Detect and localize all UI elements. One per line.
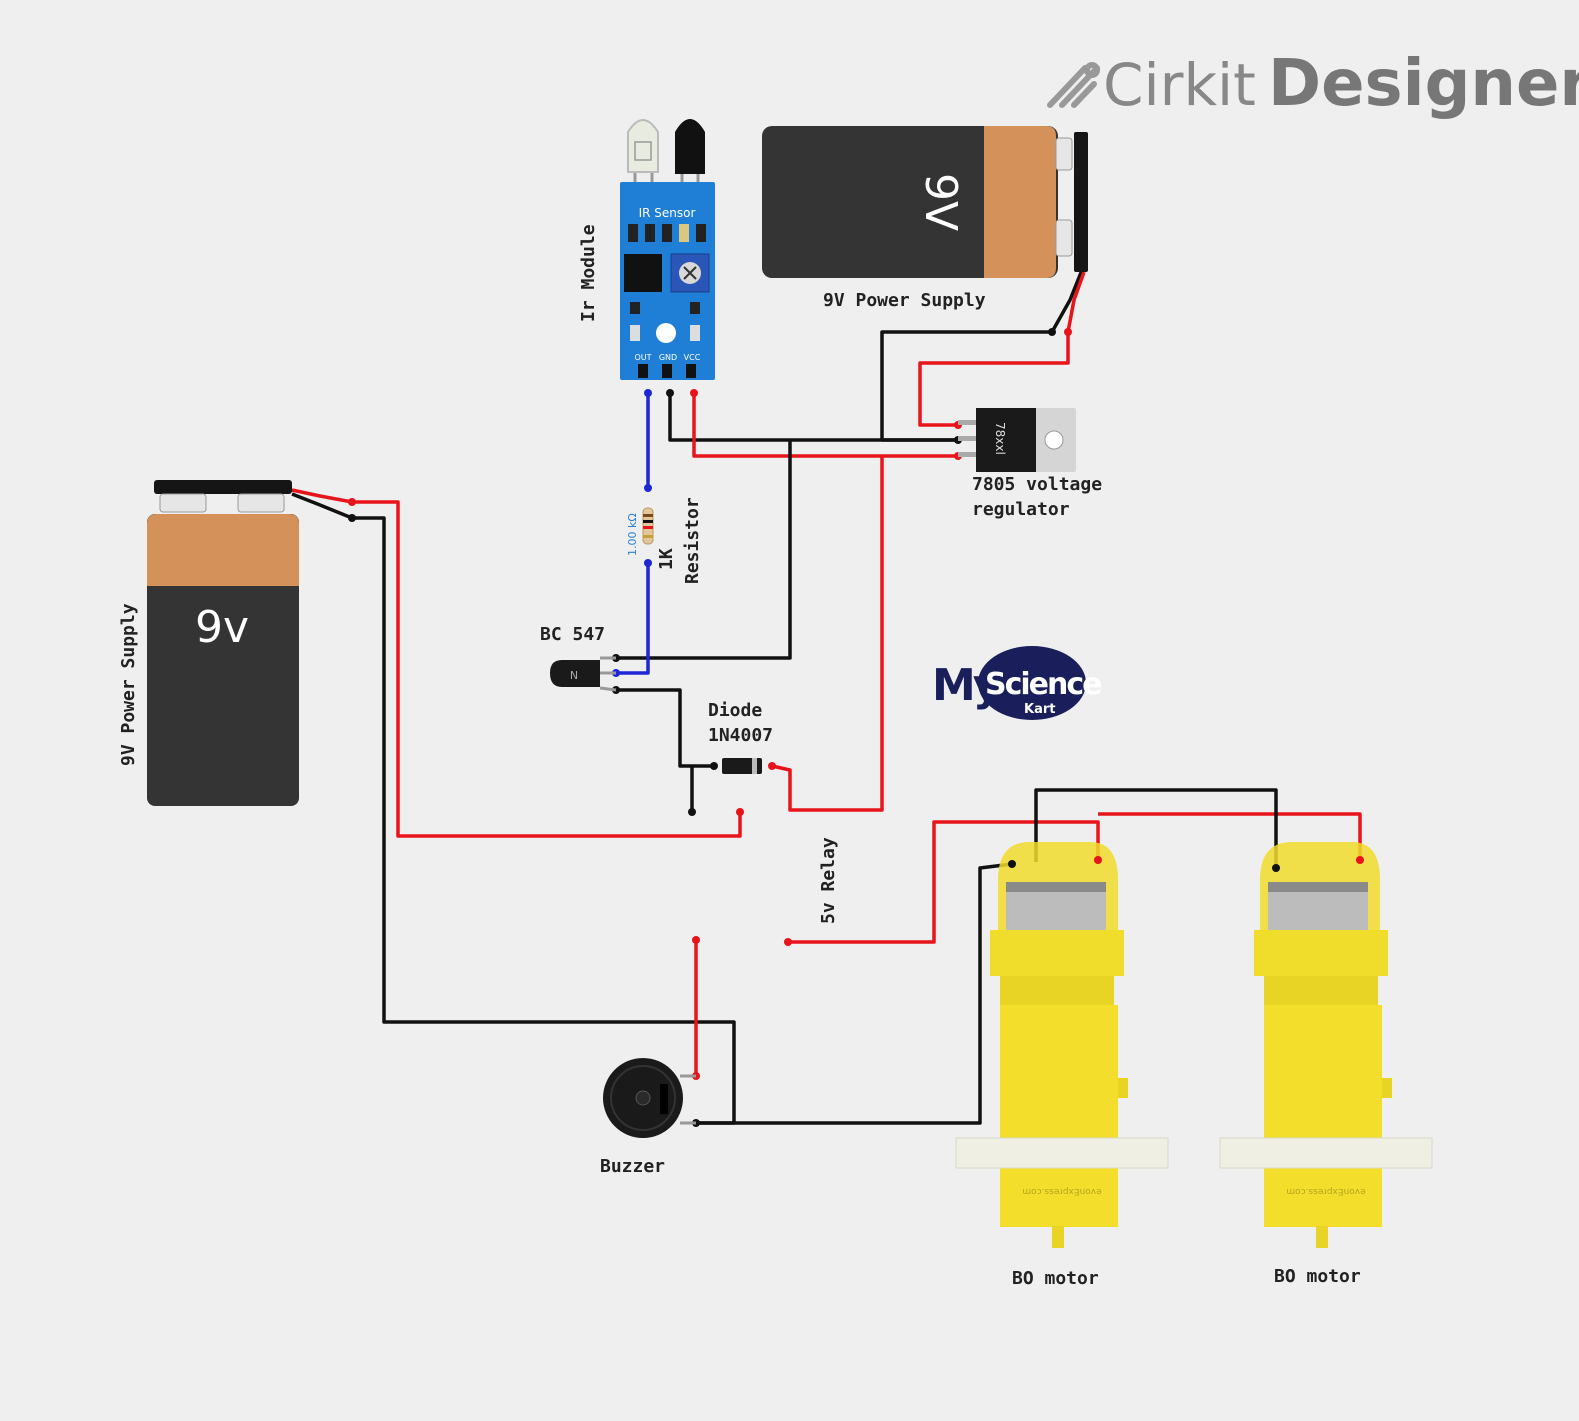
wire-red-topbat-in [918,271,1086,427]
battery-top-face: 9V [915,173,966,231]
resistor-label-1: 1K [656,548,677,570]
cirkit-designer-logo: Cirkit Designer [1047,47,1579,121]
regulator-label-2: regulator [972,499,1070,520]
regulator-body-text: 78xxl [993,422,1007,455]
wire-black-motor-link [1034,788,1278,868]
wire-red-ir-vcc [692,393,958,458]
logo-science: Science [985,667,1101,702]
motor-right-label: BO motor [1274,1266,1361,1287]
ir-indicator-led [656,323,676,343]
ir-module[interactable]: IR Sensor OUT GND VCC [620,119,715,380]
motor-terminals [1008,856,1364,872]
relay-label: 5v Relay [818,837,839,924]
logo-my: My [932,660,1001,711]
diode[interactable] [722,758,762,774]
resistor-value: 1.00 kΩ [626,513,639,556]
motor-left-label: BO motor [1012,1268,1099,1289]
brand-designer: Designer [1268,47,1579,121]
ir-led-dark-icon [675,119,705,190]
diode-label-2: 1N4007 [708,725,773,746]
motor-right-embossed: evonExpress.com [1286,1186,1365,1196]
wire-joints [348,328,1364,1127]
battery-left[interactable]: 9v [147,480,299,806]
wire-black-collector [616,688,714,768]
wire-black-buzzer-motor [696,862,1013,1125]
motor-right[interactable]: evonExpress.com [1219,842,1433,1248]
motor-left-embossed: evonExpress.com [1022,1186,1101,1196]
wire-blue-res-base [616,563,650,675]
wire-black-ir-gnd [668,393,958,442]
logo-kart: Kart [1024,702,1055,717]
battery-top-label: 9V Power Supply [823,290,986,311]
resistor[interactable] [642,507,654,545]
wire-black-leftbat [291,492,736,1125]
resistor-label-2: Resistor [682,497,703,584]
potentiometer-icon [670,253,710,293]
ir-pin-out: OUT [634,353,651,362]
cirkit-logo-icon [1047,62,1100,108]
regulator-label-1: 7805 voltage [972,474,1102,495]
wire-black-gnd-emitter [616,440,792,660]
diode-label-1: Diode [708,700,762,721]
battery-top[interactable]: 9V [762,126,1088,278]
ir-module-label: Ir Module [578,224,599,322]
battery-left-label: 9V Power Supply [118,603,139,766]
ir-smd-row [628,224,706,242]
wire-red-relay-motors [788,820,1100,944]
ir-pin-gnd: GND [659,353,677,362]
battery-left-face: 9v [195,602,249,653]
ir-board-text: IR Sensor [639,206,696,220]
wire-red-reg-relay [771,456,884,812]
wires [291,269,1362,1125]
buzzer-label: Buzzer [600,1156,665,1177]
buzzer[interactable] [603,1058,696,1138]
wire-red-leftbat [291,488,742,838]
ir-led-clear-icon [627,119,659,190]
transistor-label: BC 547 [540,624,605,645]
transistor[interactable]: N [550,656,617,692]
ir-pin-vcc: VCC [684,353,701,362]
brand-cirkit: Cirkit [1103,51,1256,119]
motor-left[interactable]: evonExpress.com [955,842,1169,1248]
voltage-regulator[interactable]: 78xxl [958,408,1076,472]
mysciencekart-logo: My Science Kart [932,646,1103,720]
ir-chip [624,254,662,292]
transistor-marking-icon: N [570,669,578,682]
